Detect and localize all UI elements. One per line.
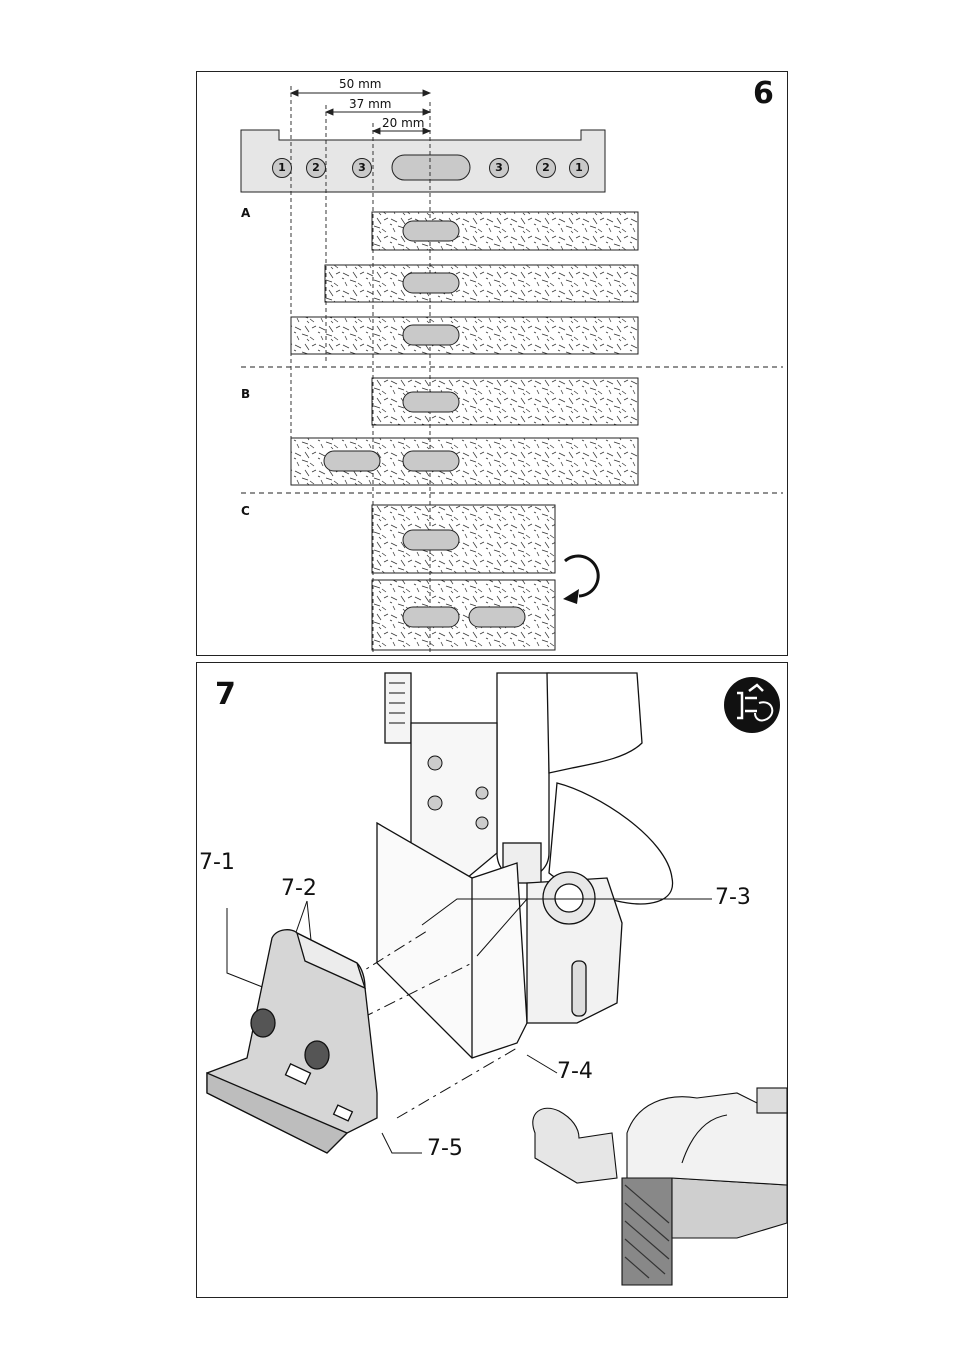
scale-marker-2-right: 2 [536,158,556,178]
unplug-power-icon [724,677,780,733]
section-label-b: B [241,387,250,401]
callout-7-1: 7-1 [199,850,235,875]
dimension-20mm: 20 mm [382,116,424,130]
callout-7-3: 7-3 [715,885,751,910]
figure-6-panel: 6 50 mm 37 mm 20 mm 1 2 3 3 2 1 A B C [196,71,788,656]
section-label-c: C [241,504,250,518]
scale-marker-3-right: 3 [489,158,509,178]
figure-6-number: 6 [753,76,774,111]
dimension-37mm: 37 mm [349,97,391,111]
callout-7-4: 7-4 [557,1059,593,1084]
scale-marker-2-left: 2 [306,158,326,178]
callout-7-2: 7-2 [281,876,317,901]
dimension-50mm: 50 mm [339,77,381,91]
scale-marker-1-right: 1 [569,158,589,178]
scale-marker-3-left: 3 [352,158,372,178]
figure-7-panel: 7 7-1 7-2 7-3 7-4 7-5 [196,662,788,1298]
scale-marker-1-left: 1 [272,158,292,178]
figure-7-drawing [197,663,789,1299]
callout-7-5: 7-5 [427,1136,463,1161]
figure-7-number: 7 [215,677,236,712]
section-label-a: A [241,206,250,220]
